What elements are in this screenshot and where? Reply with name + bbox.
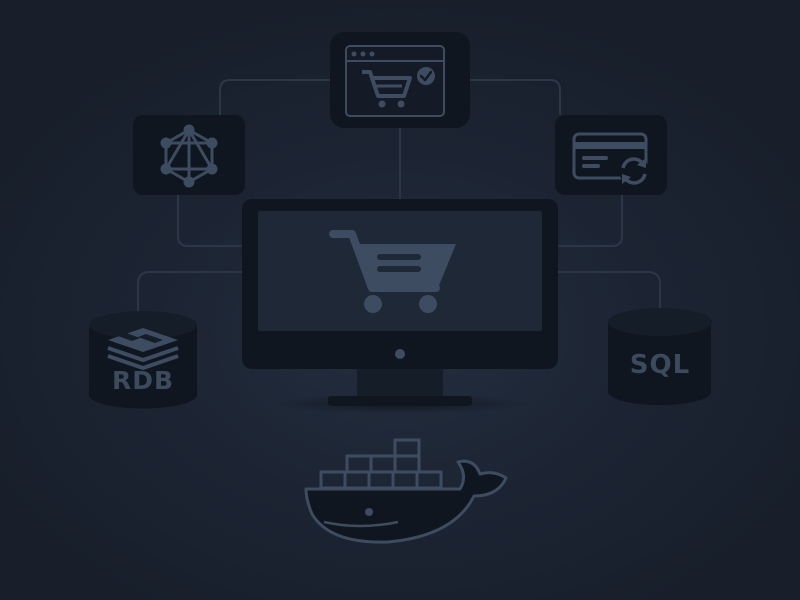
rdb-database (89, 311, 197, 409)
power-led-icon (395, 349, 405, 359)
browser-cart-check-icon (345, 45, 445, 117)
connector-lines (137, 79, 661, 312)
monitor (242, 199, 558, 414)
connector-graph-monitor (177, 195, 245, 247)
graphql-graph-icon (160, 124, 218, 188)
connector-rdb (137, 271, 245, 312)
connector-top-right (470, 79, 561, 115)
database-layers-icon (107, 328, 179, 371)
connector-sql (555, 271, 661, 312)
connector-top-left (219, 79, 330, 115)
connector-payment-monitor (555, 195, 623, 247)
monitor-base (328, 396, 472, 406)
sql-database (608, 308, 712, 406)
payment-tile (555, 115, 667, 195)
graph-tile (133, 115, 245, 195)
browser-tile (330, 32, 470, 128)
credit-card-sync-icon (572, 132, 649, 186)
rdb-label: RDB (111, 366, 175, 395)
monitor-shopping-cart-icon (329, 230, 456, 313)
docker-whale-icon (304, 438, 508, 544)
monitor-stand (357, 369, 443, 396)
sql-label: SQL (629, 350, 691, 380)
